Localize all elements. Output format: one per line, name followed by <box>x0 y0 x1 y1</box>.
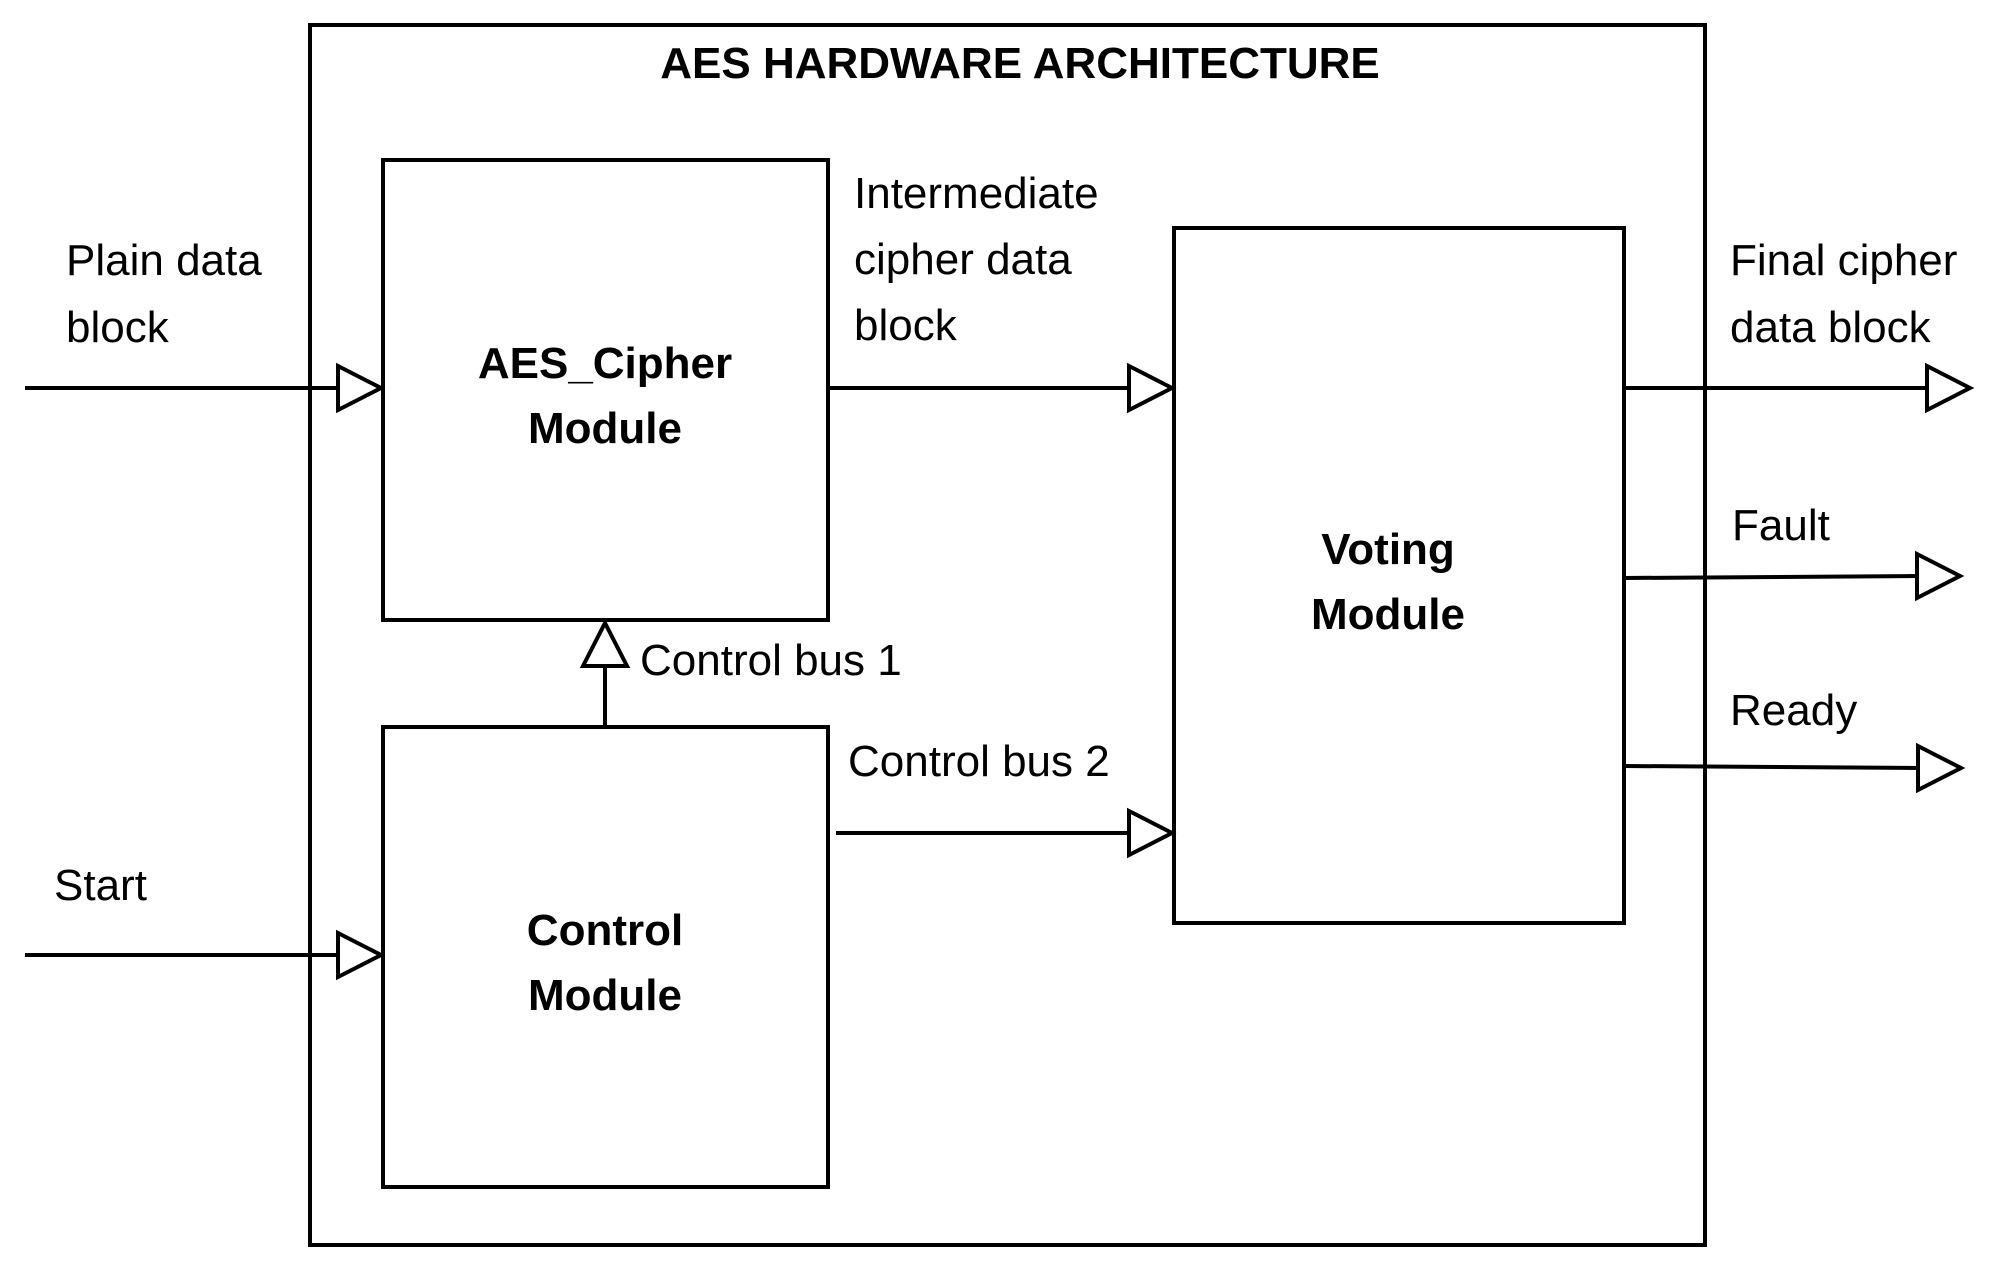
voting-module <box>1172 226 1626 925</box>
aes-cipher-module-label-1: AES_Cipher <box>478 339 732 388</box>
control-module <box>381 725 830 1189</box>
intermediate-label-2: cipher data <box>854 235 1072 284</box>
fault-wire <box>1623 574 1920 580</box>
plain-data-arrowhead <box>336 362 386 414</box>
ready-label: Ready <box>1730 686 1857 735</box>
plain-data-label-1: Plain data <box>66 236 262 285</box>
ready-arrowhead <box>1916 742 1966 794</box>
control-module-label-1: Control <box>527 906 683 955</box>
intermediate-label-3: block <box>854 301 958 350</box>
ready-wire <box>1623 764 1921 770</box>
fault-label: Fault <box>1732 501 1830 550</box>
voting-module-label-2: Module <box>1311 590 1465 639</box>
final-cipher-label-1: Final cipher <box>1730 236 1957 285</box>
control-module-label-2: Module <box>528 971 682 1020</box>
final-cipher-label-2: data block <box>1730 303 1932 352</box>
final-cipher-arrowhead <box>1925 362 1975 414</box>
aes-cipher-module <box>381 158 830 622</box>
fault-arrowhead <box>1915 550 1965 602</box>
intermediate-arrowhead <box>1127 362 1177 414</box>
start-arrowhead <box>336 929 386 981</box>
intermediate-label-1: Intermediate <box>854 169 1099 218</box>
plain-data-label-2: block <box>66 303 170 352</box>
voting-module-label-1: Voting <box>1321 525 1455 574</box>
architecture-container <box>308 23 1707 1247</box>
aes-cipher-module-label-2: Module <box>528 404 682 453</box>
diagram-title: AES HARDWARE ARCHITECTURE <box>660 39 1380 88</box>
control-bus-1-arrowhead <box>579 618 631 668</box>
control-bus-2-arrowhead <box>1127 807 1177 859</box>
control-bus-2-label: Control bus 2 <box>848 737 1110 786</box>
start-label: Start <box>54 861 147 910</box>
control-bus-1-label: Control bus 1 <box>640 636 902 685</box>
